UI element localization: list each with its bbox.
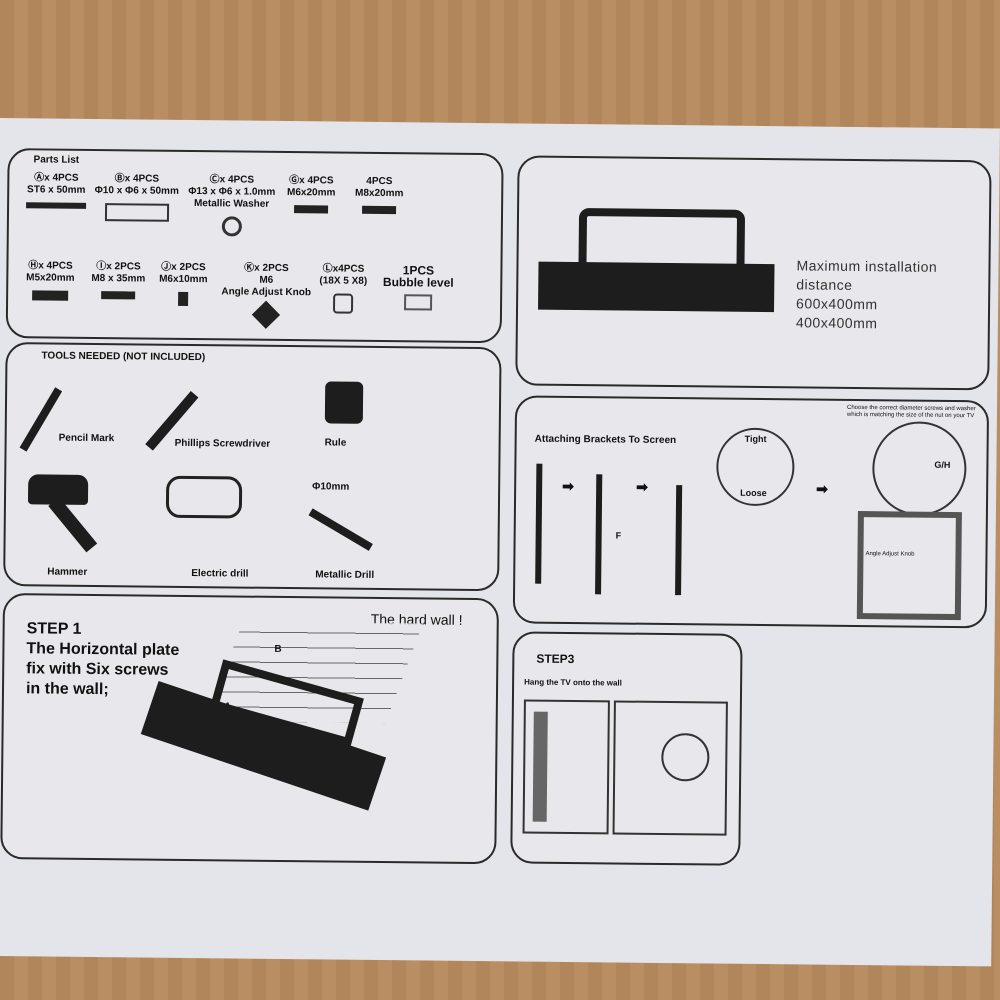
tool-label: Rule [324,437,347,449]
pencil-icon [19,387,63,452]
tools-title: TOOLS NEEDED (NOT INCLUDED) [41,350,206,364]
part-l: Ⓛx4PCS(18X 5 X8) [313,263,374,314]
tool-label: Pencil Mark [58,432,115,445]
arrow-icon: ➡ [562,477,574,495]
tool-label: Phillips Screwdriver [174,437,271,450]
bolt-icon [362,205,397,215]
install-size: 600x400mm [796,295,878,313]
mount-arm-icon [578,208,746,276]
install-size: 400x400mm [795,314,878,332]
tools-panel: TOOLS NEEDED (NOT INCLUDED) Pencil Mark … [3,342,502,592]
tool-label: Electric drill [191,568,249,580]
spacer-icon [332,293,354,314]
screw-icon [26,202,87,209]
tool-label: Hammer [47,566,88,578]
drill-icon [165,475,243,519]
install-text: distance [796,276,853,293]
f-label: F [615,530,622,541]
bracket-icon [535,463,543,584]
knob-icon [251,300,281,329]
install-text: Maximum installation [796,257,938,275]
drill-bit-icon [308,508,373,551]
step3-title: STEP3 [536,651,575,667]
parts-list-title: Parts List [33,154,80,166]
tight-loose-detail: Tight Loose [715,427,795,507]
side-label: Angle Adjust Knob [865,551,915,558]
loose-label: Loose [740,487,767,499]
gh-label: G/H [934,459,951,470]
bracket-icon [595,474,603,595]
hammer-handle [48,497,98,553]
brackets-panel: Attaching Brackets To Screen Choose the … [512,395,990,629]
label-b: B [274,643,282,655]
drill-size: Φ10mm [312,481,350,493]
tape-measure-icon [324,381,364,424]
step3-subtitle: Hang the TV onto the wall [524,677,622,688]
step1-title: STEP 1 [26,620,82,638]
tight-label: Tight [744,433,767,445]
screw-detail: G/H [871,421,967,517]
step1-panel: STEP 1 The Horizontal plate fix with Six… [0,593,499,865]
bolt-icon [178,291,189,306]
tool-label: Metallic Drill [315,569,375,581]
bubble-level-icon [404,294,433,311]
brackets-title: Attaching Brackets To Screen [534,433,677,447]
step3-diagram-right [612,700,728,836]
arrow-icon: ➡ [816,480,828,497]
arrow-icon: ➡ [636,478,648,495]
step1-text: fix with Six screws [26,660,169,679]
bolt-icon [32,290,69,301]
tv-frame-icon [856,511,962,621]
step1-text: in the wall; [25,680,109,699]
bracket-icon [675,485,683,596]
step1-text: The Horizontal plate [26,640,180,659]
step3-panel: STEP3 Hang the TV onto the wall [510,631,743,866]
wall-anchor-icon [104,203,169,222]
brackets-note: which is matching the size of the nut on… [846,411,975,420]
step3-diagram-left [522,699,610,835]
washer-icon [221,216,242,237]
max-installation-panel: Maximum installation distance 600x400mm … [515,155,992,391]
bolt-icon [294,205,329,214]
bolt-icon [101,291,136,300]
